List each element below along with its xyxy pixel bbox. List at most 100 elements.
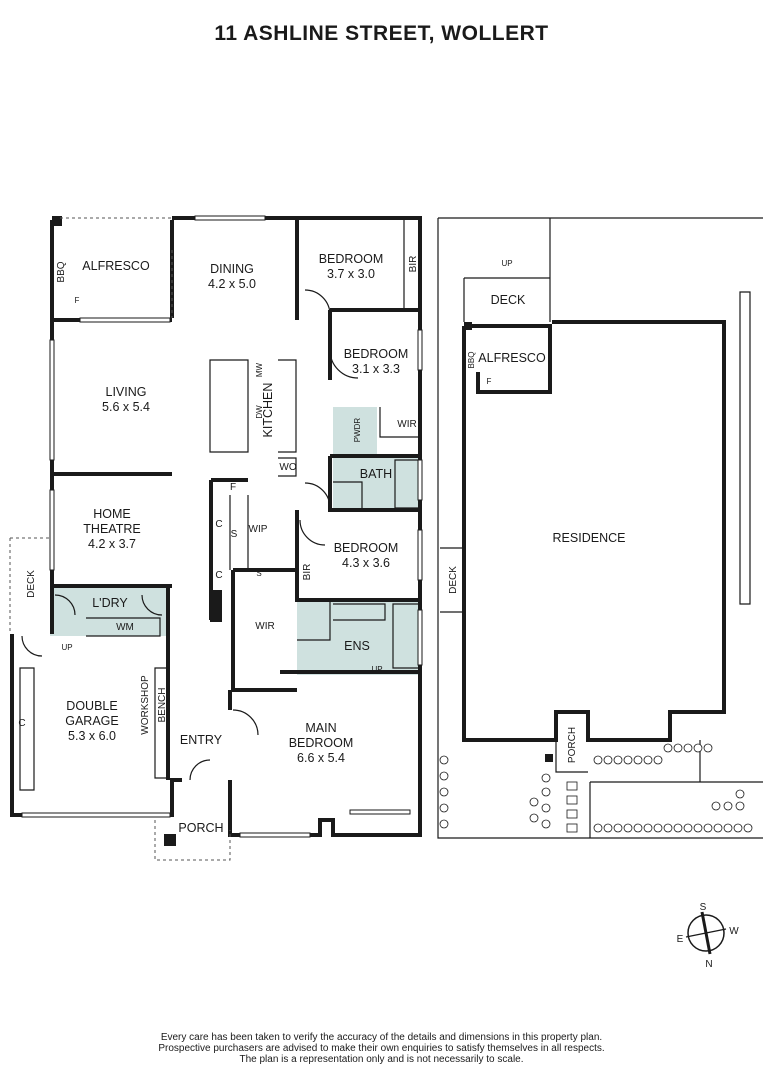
door-laundry-2 bbox=[141, 594, 163, 616]
window-main-bed bbox=[239, 832, 311, 838]
site-deck-side-label: DECK bbox=[448, 566, 459, 594]
bed2-label: BEDROOM bbox=[344, 347, 409, 361]
wir-walls bbox=[228, 568, 297, 710]
door-entry bbox=[189, 759, 211, 781]
stepping-stones bbox=[566, 781, 578, 833]
bath-fill bbox=[333, 457, 421, 510]
wo-label: WO bbox=[279, 462, 296, 473]
main-bed-label-1: MAIN bbox=[305, 721, 336, 735]
side-path bbox=[739, 291, 751, 605]
dining-label: DINING bbox=[210, 262, 254, 276]
bed3-label: BEDROOM bbox=[334, 541, 399, 555]
bedroom-walls bbox=[295, 218, 420, 512]
bathtub bbox=[394, 459, 421, 509]
wir-1-label: WIR bbox=[397, 419, 416, 430]
mw-label: MW bbox=[255, 362, 264, 377]
bench-outline bbox=[154, 667, 169, 779]
kitchen-label: KITCHEN bbox=[261, 383, 275, 438]
ens-label: ENS bbox=[344, 639, 370, 653]
alfresco-walls bbox=[464, 324, 552, 394]
living-dim: 5.6 x 5.4 bbox=[102, 400, 150, 414]
shower-ensuite bbox=[297, 599, 331, 641]
site-f-label: F bbox=[487, 377, 492, 386]
robe-lines bbox=[379, 218, 420, 438]
deck-area bbox=[463, 218, 551, 322]
bed1-dim: 3.7 x 3.0 bbox=[327, 267, 375, 281]
living-label: LIVING bbox=[106, 385, 147, 399]
bir-1-label: BIR bbox=[408, 256, 419, 273]
site-deck-label: DECK bbox=[491, 293, 526, 307]
window-living bbox=[49, 339, 55, 461]
main-bed-dim: 6.6 x 5.4 bbox=[297, 751, 345, 765]
kitchen-island bbox=[209, 359, 249, 453]
page-title: 11 ASHLINE STREET, WOLLERT bbox=[214, 22, 549, 45]
shelving bbox=[229, 495, 249, 570]
ens-bathtub bbox=[392, 603, 421, 669]
garage-label-2: GARAGE bbox=[65, 714, 119, 728]
garage-label-1: DOUBLE bbox=[66, 699, 117, 713]
dw-label: DW bbox=[255, 405, 264, 419]
door-garage bbox=[21, 635, 43, 657]
deck-outline bbox=[9, 537, 52, 634]
c-garage-label: C bbox=[18, 718, 25, 729]
door-main-bed bbox=[232, 709, 259, 736]
laundry-label: L'DRY bbox=[92, 596, 128, 610]
disclaimer-line-3: The plan is a representation only and is… bbox=[239, 1054, 524, 1065]
up-label-laundry: UP bbox=[61, 643, 72, 652]
bed3-dim: 4.3 x 3.6 bbox=[342, 556, 390, 570]
disclaimer-line-1: Every care has been taken to verify the … bbox=[160, 1032, 603, 1043]
main-floor-plan: ALFRESCO BBQ F DINING 4.2 x 5.0 BEDROOM … bbox=[9, 215, 423, 861]
door-bed2 bbox=[329, 349, 359, 379]
site-porch-post bbox=[545, 754, 553, 762]
column-nw bbox=[52, 216, 62, 226]
pwdr-label: PWDR bbox=[353, 418, 362, 443]
site-alfresco-label: ALFRESCO bbox=[478, 351, 546, 365]
window-dining bbox=[194, 215, 266, 221]
c-label-2: C bbox=[215, 570, 222, 581]
alfresco-label: ALFRESCO bbox=[82, 259, 150, 273]
fridge-label: F bbox=[75, 296, 80, 305]
compass-ring bbox=[687, 914, 725, 952]
deck-label: DECK bbox=[26, 570, 37, 598]
door-laundry bbox=[54, 594, 76, 616]
workshop-label: WORKSHOP bbox=[140, 675, 151, 735]
c-label-1: C bbox=[215, 519, 222, 530]
garage-wall bbox=[10, 634, 182, 817]
bir-2-label: BIR bbox=[302, 564, 313, 581]
up-label-ens: UP bbox=[371, 665, 382, 674]
site-porch-label: PORCH bbox=[567, 727, 578, 763]
site-column bbox=[464, 322, 472, 330]
porch-outline bbox=[154, 820, 231, 861]
entry-label: ENTRY bbox=[180, 733, 223, 747]
alfresco-outline bbox=[60, 217, 173, 318]
residence-walls bbox=[462, 320, 726, 742]
porch-site bbox=[555, 712, 588, 773]
site-plan: UP DECK ALFRESCO BBQ F RESIDENCE DECK PO… bbox=[437, 217, 763, 839]
powder-room-fill bbox=[333, 407, 377, 454]
compass-n: N bbox=[705, 959, 712, 970]
garden-beds bbox=[589, 740, 763, 838]
dining-dim: 4.2 x 5.0 bbox=[208, 277, 256, 291]
s-label-2: S bbox=[256, 569, 261, 578]
window-bed2 bbox=[417, 329, 423, 371]
sliding-door-alfresco bbox=[79, 317, 171, 323]
laundry-bench bbox=[86, 617, 161, 637]
bath-label: BATH bbox=[360, 467, 392, 481]
bbq-label: BBQ bbox=[56, 261, 67, 282]
site-bbq-label: BBQ bbox=[467, 352, 476, 369]
s-label-1: S bbox=[231, 529, 238, 540]
compass: S W E N bbox=[677, 902, 740, 970]
garage-dim: 5.3 x 6.0 bbox=[68, 729, 116, 743]
laundry-fill bbox=[50, 586, 168, 636]
window-theatre bbox=[49, 489, 55, 571]
f-kitchen-label: F bbox=[230, 482, 236, 493]
theatre-label-2: THEATRE bbox=[83, 522, 140, 536]
site-boundary bbox=[437, 217, 763, 839]
wip-label: WIP bbox=[249, 524, 268, 535]
window-ens bbox=[417, 609, 423, 666]
bench-label: BENCH bbox=[157, 687, 168, 722]
bed2-dim: 3.1 x 3.3 bbox=[352, 362, 400, 376]
site-up-label: UP bbox=[501, 259, 512, 268]
wir-2-label: WIR bbox=[255, 621, 274, 632]
